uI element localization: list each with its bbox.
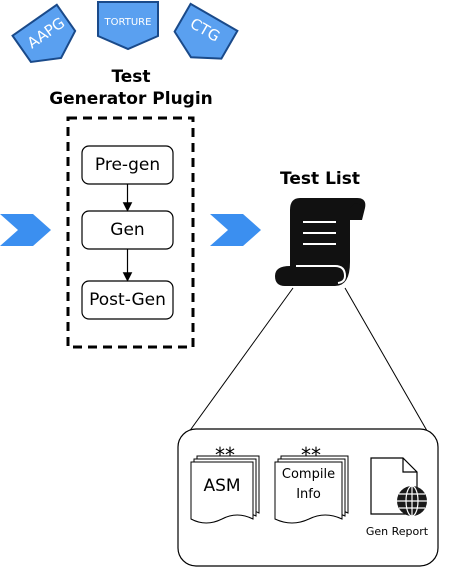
compile-info-label: Compile Info bbox=[275, 465, 342, 505]
aapg-badge bbox=[11, 3, 77, 64]
asm-document-icon bbox=[190, 455, 260, 524]
plugin-title-line1: Test bbox=[111, 67, 151, 87]
asm-label: ASM bbox=[203, 476, 241, 496]
gen-report-icon bbox=[370, 457, 427, 517]
torture-badge-label: TORTURE bbox=[104, 17, 152, 28]
torture-badge bbox=[97, 1, 159, 51]
gen-report-label: Gen Report bbox=[365, 525, 429, 538]
asm-marker: ** bbox=[215, 443, 235, 467]
compile-info-marker: ** bbox=[301, 443, 321, 467]
zoom-line-right bbox=[344, 287, 431, 437]
scroll-icon bbox=[275, 198, 366, 286]
right-chevron-arrow bbox=[210, 214, 261, 246]
compile-info-label-line2: Info bbox=[296, 487, 321, 502]
gen-label: Gen bbox=[110, 220, 145, 240]
left-chevron-arrow bbox=[0, 214, 51, 246]
plugin-container bbox=[66, 116, 195, 349]
ctg-badge bbox=[173, 2, 239, 60]
zoom-line-left bbox=[185, 287, 294, 437]
post-gen-label: Post-Gen bbox=[89, 290, 166, 310]
test-list-title: Test List bbox=[280, 169, 360, 189]
compile-info-document-icon bbox=[274, 455, 349, 524]
compile-info-label-line1: Compile bbox=[281, 467, 336, 482]
pre-gen-label: Pre-gen bbox=[94, 155, 161, 175]
plugin-title-line2: Generator Plugin bbox=[49, 89, 213, 109]
plugin-title: Test Generator Plugin bbox=[40, 66, 222, 110]
